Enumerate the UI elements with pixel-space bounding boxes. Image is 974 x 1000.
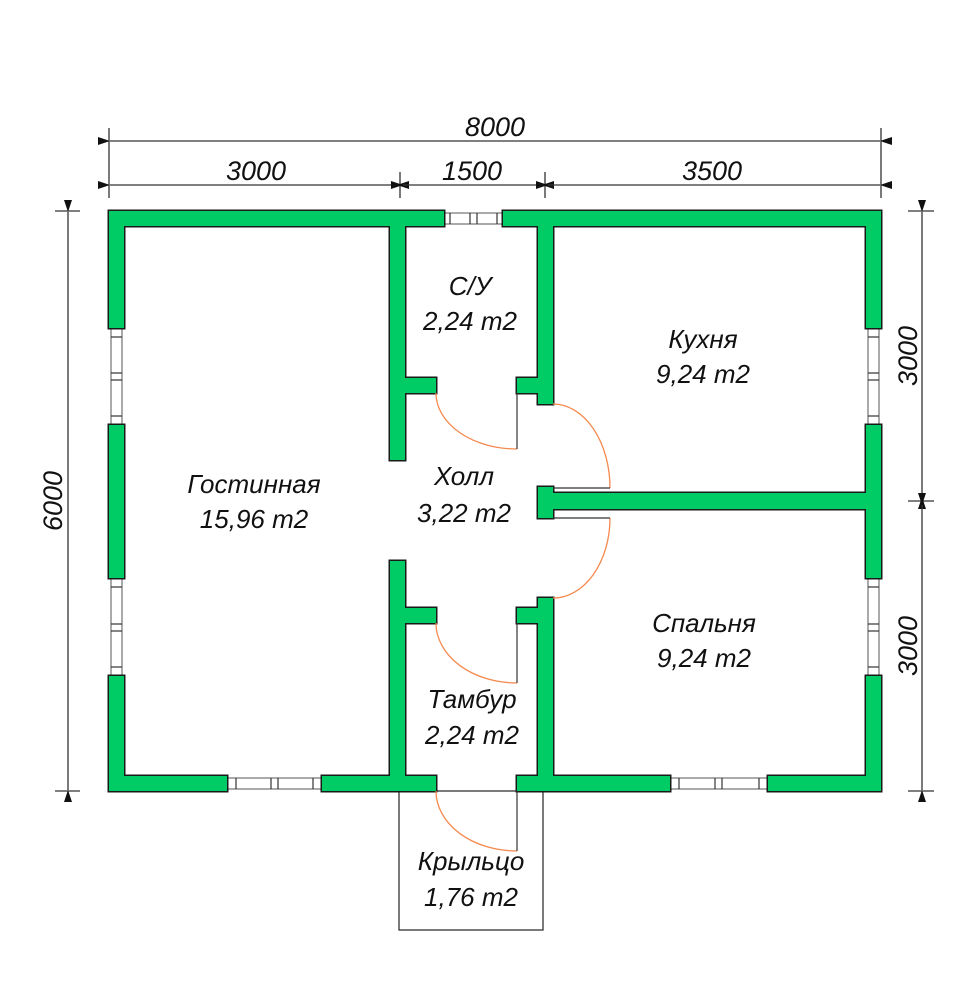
room-bathroom: С/У 2,24 m2 xyxy=(422,271,517,336)
room-name: С/У xyxy=(449,271,494,301)
room-name: Крыльцо xyxy=(418,846,525,876)
wall-segment xyxy=(109,676,124,791)
dim-segment-1: 3000 xyxy=(226,156,286,186)
wall-segment xyxy=(109,211,444,226)
room-vestibule: Тамбур 2,24 m2 xyxy=(424,684,519,750)
windows xyxy=(110,212,880,790)
door-kitchen xyxy=(552,403,611,489)
wall-segment xyxy=(503,211,881,226)
room-area: 9,24 m2 xyxy=(657,643,751,673)
dim-total-width: 8000 xyxy=(465,112,525,142)
dim-right-upper: 3000 xyxy=(893,326,923,386)
window-bottom-left xyxy=(226,777,323,790)
window-top xyxy=(443,212,504,225)
wall-segment xyxy=(109,211,124,328)
window-bottom-right xyxy=(669,777,769,790)
room-area: 1,76 m2 xyxy=(424,882,518,912)
room-area: 15,96 m2 xyxy=(200,504,309,534)
room-area: 3,22 m2 xyxy=(417,498,511,528)
wall-segment xyxy=(109,425,124,578)
door-bathroom xyxy=(435,392,518,450)
door-bedroom xyxy=(552,517,611,599)
dim-segment-3: 3500 xyxy=(682,156,742,186)
wall-segment xyxy=(538,211,553,404)
wall-segment xyxy=(405,608,436,623)
wall-segment xyxy=(405,378,436,393)
room-living: Гостинная 15,96 m2 xyxy=(187,469,320,534)
wall-segment xyxy=(390,561,405,791)
room-hall: Холл 3,22 m2 xyxy=(417,461,511,528)
wall-segment xyxy=(768,776,881,791)
room-name: Спальня xyxy=(652,608,756,638)
room-name: Тамбур xyxy=(427,684,516,714)
room-area: 2,24 m2 xyxy=(424,720,519,750)
room-kitchen: Кухня 9,24 m2 xyxy=(656,324,750,389)
walls xyxy=(109,211,881,791)
room-name: Кухня xyxy=(668,324,737,354)
room-area: 9,24 m2 xyxy=(656,359,750,389)
window-right-lower xyxy=(867,577,880,677)
wall-segment xyxy=(866,676,881,791)
porch-outline xyxy=(398,790,544,931)
wall-segment xyxy=(390,211,405,460)
room-bedroom: Спальня 9,24 m2 xyxy=(652,608,756,673)
wall-segment xyxy=(866,211,881,328)
room-porch: Крыльцо 1,76 m2 xyxy=(418,846,525,912)
room-area: 2,24 m2 xyxy=(422,306,517,336)
room-name: Холл xyxy=(433,461,494,491)
wall-segment xyxy=(517,608,553,623)
dim-segment-2: 1500 xyxy=(442,156,502,186)
wall-segment xyxy=(322,776,436,791)
window-left-lower xyxy=(110,577,123,677)
dim-right-lower: 3000 xyxy=(893,616,923,676)
room-name: Гостинная xyxy=(187,469,320,499)
doors xyxy=(435,392,611,852)
door-vestibule xyxy=(435,622,518,684)
wall-segment xyxy=(517,776,670,791)
window-right-upper xyxy=(867,327,880,426)
wall-segment xyxy=(553,493,866,509)
wall-segment xyxy=(109,776,227,791)
window-left-upper xyxy=(110,327,123,426)
wall-segment xyxy=(517,378,553,393)
dim-total-depth: 6000 xyxy=(38,471,68,531)
door-entrance xyxy=(435,790,518,852)
wall-segment xyxy=(538,487,553,518)
dimension-lines xyxy=(55,128,934,802)
wall-segment xyxy=(866,425,881,578)
wall-segment xyxy=(538,598,553,791)
